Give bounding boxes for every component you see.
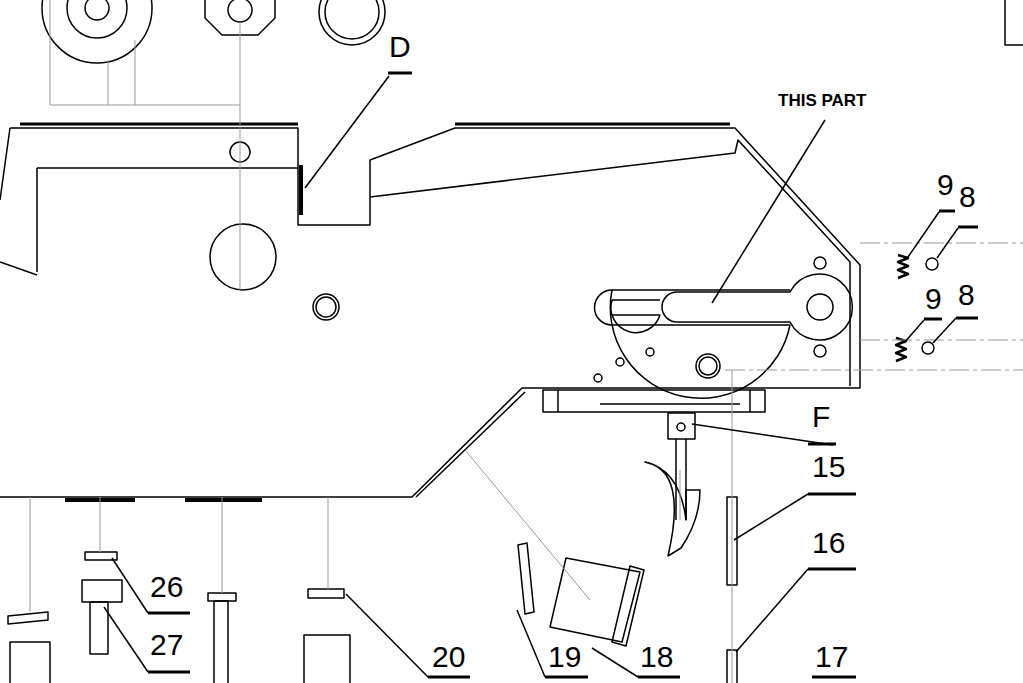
callout-number: 26 bbox=[150, 572, 183, 602]
callout-number: 8 bbox=[958, 280, 975, 310]
leader-line bbox=[734, 494, 808, 540]
callout-number: 9 bbox=[925, 284, 942, 314]
block-part bbox=[304, 635, 350, 683]
block-part bbox=[10, 642, 50, 683]
hole-inner bbox=[316, 297, 336, 317]
rail-detail bbox=[558, 390, 750, 412]
bolt-head bbox=[208, 593, 236, 601]
callout-number: 18 bbox=[640, 642, 673, 672]
gear-hub bbox=[67, 0, 127, 38]
frame-chamfer bbox=[370, 140, 850, 386]
callout-number: 8 bbox=[959, 182, 976, 212]
handle-body bbox=[550, 558, 640, 642]
hole bbox=[814, 257, 826, 269]
bolt-head bbox=[82, 580, 122, 602]
callout-number: 27 bbox=[150, 630, 183, 660]
frame-foot bbox=[65, 498, 262, 502]
hole bbox=[210, 224, 276, 290]
frame-top-edge bbox=[20, 123, 730, 126]
part-letter: D bbox=[389, 32, 411, 62]
leader-line bbox=[517, 610, 545, 677]
callout-number: 16 bbox=[812, 528, 845, 558]
part-label: THIS PART bbox=[778, 92, 866, 109]
hole bbox=[696, 354, 720, 378]
assembly-line bbox=[50, 0, 240, 290]
callout-number: 9 bbox=[937, 170, 954, 200]
slot bbox=[595, 290, 613, 325]
washer-inner bbox=[325, 0, 379, 39]
arm-part bbox=[662, 274, 852, 340]
leader-line bbox=[736, 569, 808, 652]
assembly-line bbox=[30, 370, 732, 683]
arm-bore bbox=[807, 294, 833, 320]
handle-blade bbox=[645, 462, 700, 556]
leader-line bbox=[592, 648, 638, 677]
hole bbox=[616, 358, 624, 366]
nut-bore bbox=[677, 423, 685, 431]
bracket-edge bbox=[1005, 0, 1023, 45]
leader-line bbox=[712, 120, 825, 303]
washer bbox=[319, 0, 385, 45]
callout-number: 15 bbox=[812, 452, 845, 482]
leader-line bbox=[346, 594, 428, 677]
leader-line bbox=[904, 318, 956, 343]
gear-bore bbox=[85, 0, 109, 20]
handle-cap bbox=[612, 566, 644, 646]
label-underline bbox=[388, 72, 412, 75]
nut bbox=[668, 413, 695, 439]
notch-edge bbox=[299, 165, 303, 215]
center-line bbox=[725, 243, 1023, 370]
callout-number: 20 bbox=[432, 642, 465, 672]
leader-line bbox=[906, 212, 958, 260]
pin bbox=[922, 342, 934, 354]
label-underline bbox=[808, 443, 836, 446]
pin-part bbox=[518, 543, 534, 614]
frame-edge bbox=[0, 128, 298, 275]
hole bbox=[594, 374, 602, 382]
frame-chamfer bbox=[416, 392, 525, 497]
pin bbox=[926, 258, 938, 270]
callout-number: 19 bbox=[548, 642, 581, 672]
label-underline bbox=[808, 494, 856, 569]
callout-number: 17 bbox=[815, 642, 848, 672]
bolt-shank bbox=[214, 601, 228, 683]
assembly-line bbox=[465, 450, 680, 600]
nut-bore bbox=[228, 0, 252, 22]
leader-line bbox=[104, 607, 148, 672]
hole bbox=[313, 294, 339, 320]
slot bbox=[610, 290, 790, 398]
leader-line bbox=[112, 558, 148, 613]
label-underline bbox=[148, 613, 190, 672]
label-underline bbox=[428, 676, 856, 679]
label-underline bbox=[924, 318, 978, 319]
frame-outline bbox=[0, 128, 860, 497]
slot-inner bbox=[611, 300, 660, 333]
washer-part bbox=[8, 612, 48, 624]
washer-part bbox=[308, 589, 344, 598]
hole bbox=[646, 348, 654, 356]
hole bbox=[814, 345, 826, 357]
leader-line bbox=[305, 76, 389, 188]
hole-inner bbox=[699, 357, 717, 375]
part-letter: F bbox=[812, 402, 830, 432]
label-underline bbox=[939, 211, 978, 227]
leader-line bbox=[692, 424, 833, 445]
